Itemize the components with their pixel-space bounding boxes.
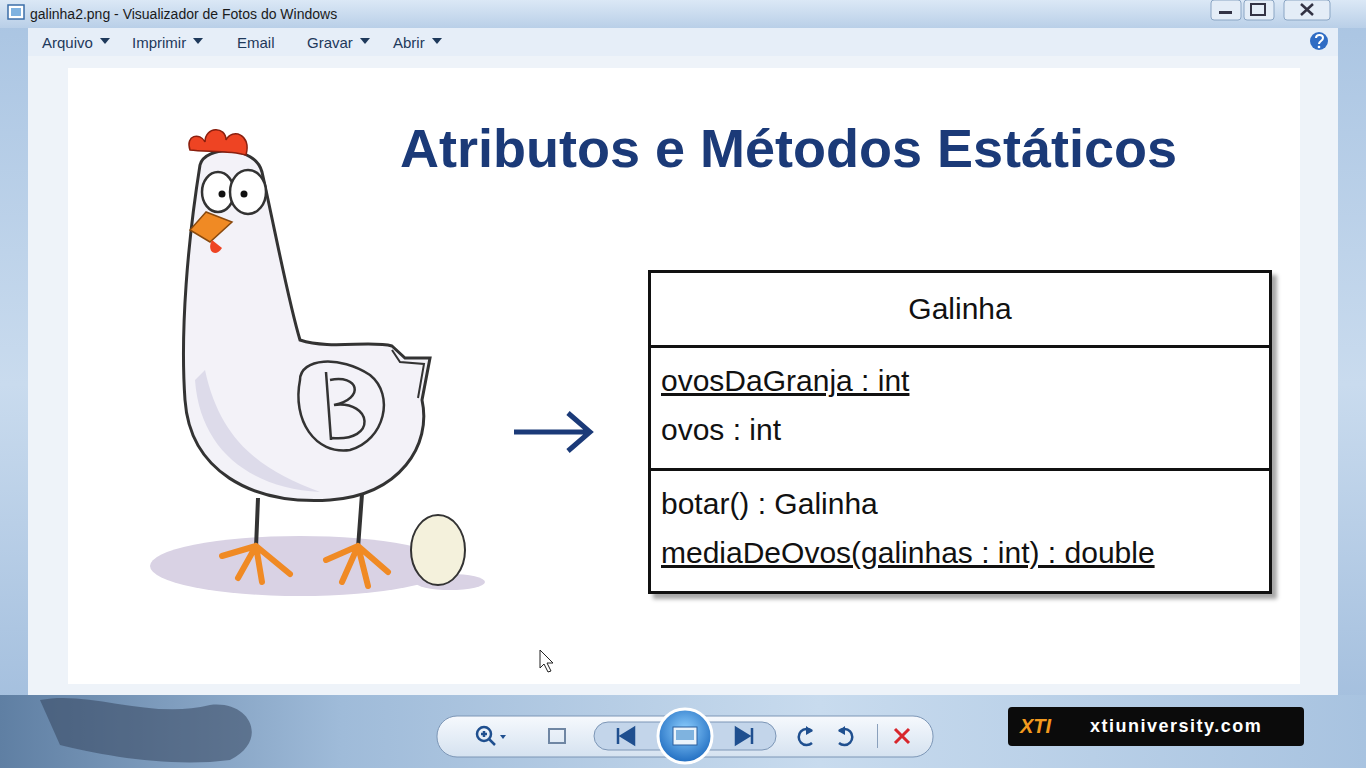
logo-mark: XTI: [1020, 714, 1051, 738]
toolbar-controls: [437, 709, 933, 763]
window-title: galinha2.png - Visualizador de Fotos do …: [30, 5, 337, 23]
class-member: ovosDaGranja : int: [661, 356, 909, 405]
bottom-bar: [0, 695, 1366, 768]
class-compartment: ovosDaGranja : intovos : int: [651, 345, 1269, 468]
dropdown-arrow: [100, 38, 110, 44]
help-icon: [1310, 32, 1328, 50]
class-box: GalinhaovosDaGranja : intovos : intbotar…: [648, 270, 1272, 594]
window-buttons: [1211, 0, 1330, 20]
slide-title: Atributos e Métodos Estáticos: [400, 116, 1177, 180]
dropdown-arrow: [193, 38, 203, 44]
dropdown-arrow: [360, 38, 370, 44]
menu-item-holder: Abrir: [393, 33, 442, 52]
class-member: ovos : int: [661, 405, 781, 454]
class-name: Galinha: [908, 273, 1011, 345]
ground-shadow: [150, 536, 450, 596]
menu-item-holder: Gravar: [307, 33, 370, 52]
class-member: botar() : Galinha: [661, 479, 878, 528]
slide: [68, 68, 1300, 684]
class-compartment: botar() : GalinhamediaDeOvos(galinhas : …: [651, 468, 1269, 591]
menu-item: Arquivo: [42, 33, 93, 52]
menu-item-holder: Email: [237, 33, 275, 52]
menu-item: Imprimir: [132, 33, 186, 52]
watermark-holder: xtiuniversity.com: [1090, 715, 1262, 737]
chicken: [183, 130, 430, 586]
window-title-holder: galinha2.png - Visualizador de Fotos do …: [30, 5, 337, 23]
mouse-cursor: [540, 650, 553, 672]
viewer-area: [28, 56, 1338, 696]
class-member: mediaDeOvos(galinhas : int) : double: [661, 528, 1155, 577]
title-bar: [0, 0, 1366, 28]
menu-item: Gravar: [307, 33, 353, 52]
egg: [411, 515, 465, 585]
menu-bar: [28, 28, 1338, 56]
menu-item: Email: [237, 33, 275, 52]
menu-item-holder: Imprimir: [132, 33, 203, 52]
slide-title-holder: Atributos e Métodos Estáticos: [400, 116, 1177, 180]
arrow: [514, 413, 590, 451]
menu-item-holder: Arquivo: [42, 33, 110, 52]
logo-mark-holder: XTI: [1020, 714, 1051, 738]
menu-item: Abrir: [393, 33, 425, 52]
watermark: xtiuniversity.com: [1090, 715, 1262, 737]
dropdown-arrow: [432, 38, 442, 44]
app-icon: [8, 5, 24, 19]
